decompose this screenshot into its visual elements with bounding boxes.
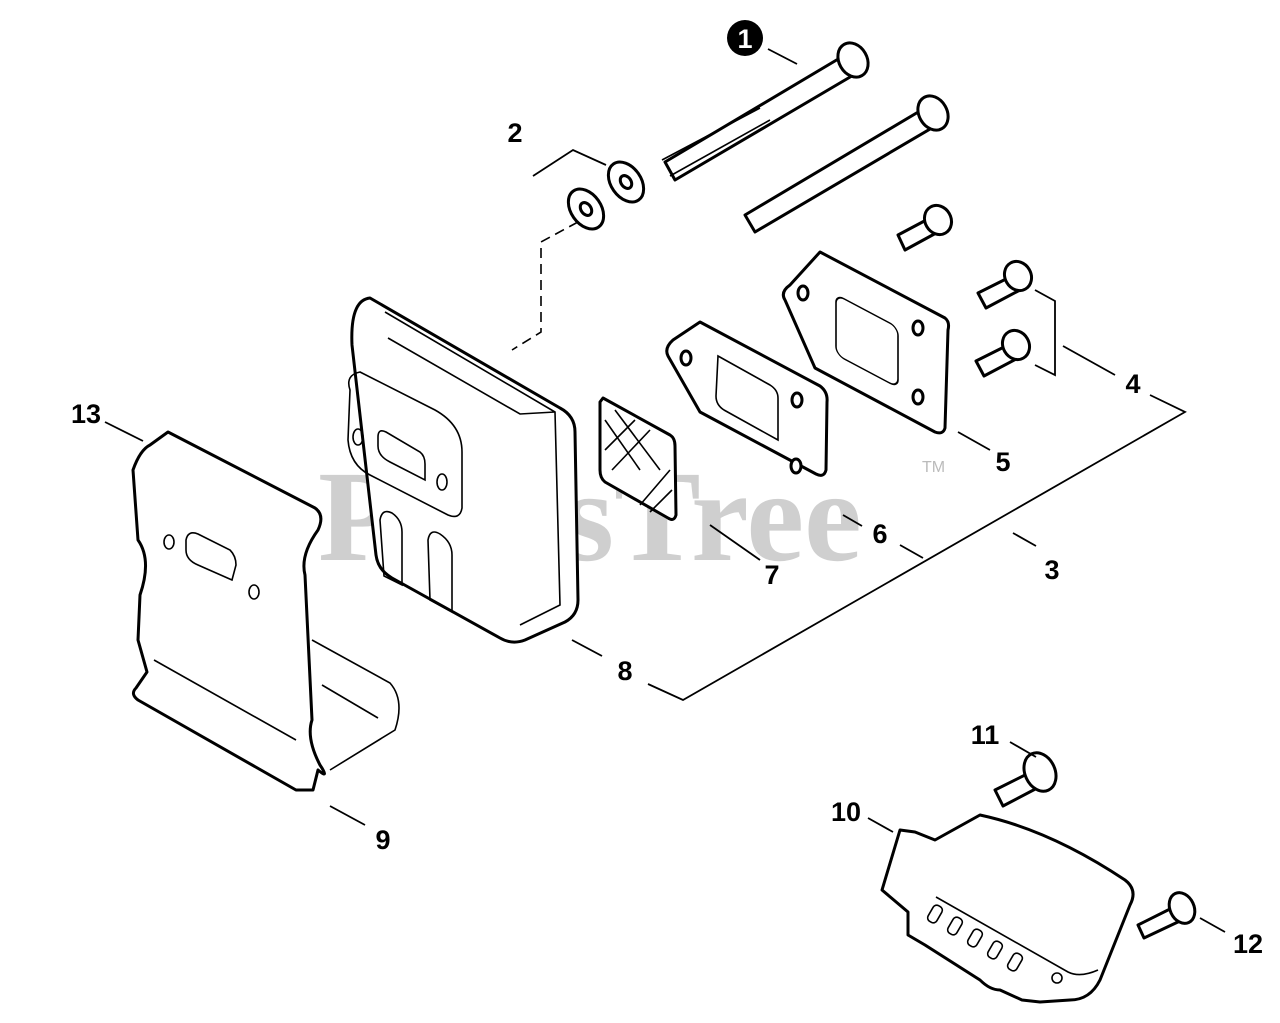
bracket-line-assembly — [647, 394, 1187, 702]
callout-6-label[interactable]: 6 — [872, 519, 887, 549]
callout-2-label[interactable]: 2 — [507, 118, 522, 148]
callout-8-label[interactable]: 8 — [617, 656, 632, 686]
callout-11-label[interactable]: 11 — [971, 720, 1000, 750]
callout-5-label[interactable]: 5 — [995, 447, 1010, 477]
part-cover-bolt[interactable] — [993, 748, 1062, 808]
bracket-line-washers — [532, 148, 607, 177]
part-short-bolt-top[interactable] — [896, 201, 957, 252]
part-flange-plate[interactable] — [781, 250, 951, 435]
bracket-line-bolts — [1034, 289, 1056, 377]
callout-10-label[interactable]: 10 — [831, 797, 861, 827]
part-washers[interactable] — [561, 155, 651, 235]
callout-1-badge — [727, 20, 763, 56]
callout-3-label[interactable]: 3 — [1044, 555, 1059, 585]
part-long-bolt-2[interactable] — [743, 90, 954, 234]
part-muffler-cover[interactable] — [880, 813, 1135, 1004]
callout-4-label[interactable]: 4 — [1125, 369, 1140, 399]
callout-1-label: 1 — [737, 24, 752, 54]
part-gasket[interactable] — [665, 320, 829, 477]
part-muffler-body[interactable] — [347, 296, 580, 644]
leader-lines — [104, 48, 1226, 933]
part-short-bolts-4[interactable] — [974, 257, 1037, 378]
part-cover-screw[interactable] — [1136, 888, 1200, 940]
part-long-bolt-1[interactable] — [661, 37, 874, 182]
callout-7-label[interactable]: 7 — [764, 560, 779, 590]
washer-alignment-line — [511, 221, 579, 351]
trademark-text: TM — [922, 459, 945, 476]
callout-12-label[interactable]: 12 — [1233, 929, 1263, 959]
callout-1[interactable]: 1 — [727, 20, 763, 56]
part-spark-screen[interactable] — [598, 396, 678, 521]
callout-9-label[interactable]: 9 — [375, 825, 390, 855]
callout-13-label[interactable]: 13 — [71, 399, 101, 429]
part-heat-shield[interactable] — [131, 430, 400, 792]
